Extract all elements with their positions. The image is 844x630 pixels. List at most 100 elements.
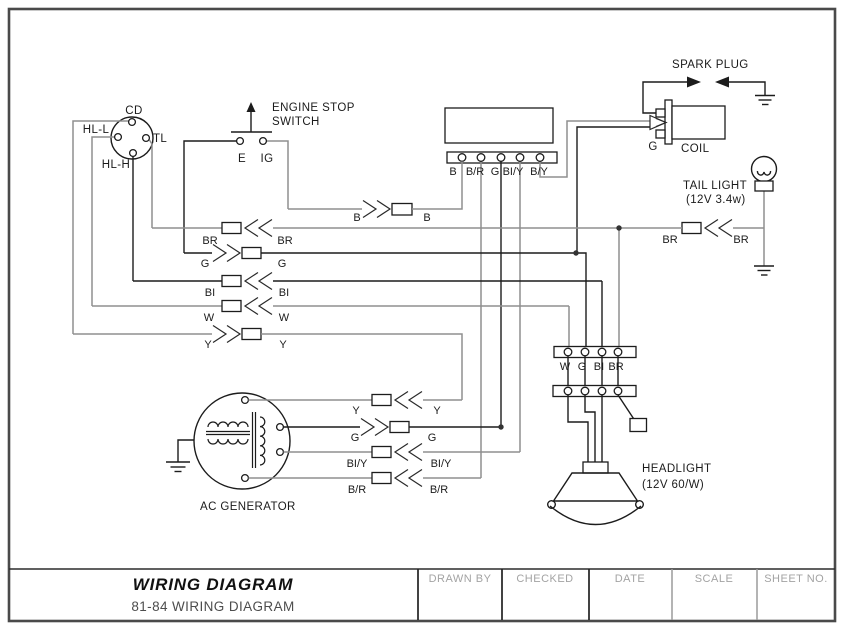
wire-label-w: W — [279, 312, 290, 324]
pin-label-g: G — [578, 361, 587, 373]
titleblock-header-sheet-no: SHEET NO. — [764, 573, 828, 585]
chevrons-gen-br — [393, 468, 423, 488]
generator-body — [193, 392, 291, 490]
terminal-hl-l — [113, 132, 123, 142]
lamp-lens — [549, 505, 642, 526]
terminal-tl — [141, 133, 151, 143]
headlight-connector-lower — [552, 384, 637, 398]
wire-label-br2: B/R — [348, 484, 366, 496]
junction-dot-g — [573, 250, 579, 256]
cdi-unit: B B/R G BI/Y B/Y — [444, 107, 650, 478]
generator-windings — [206, 412, 266, 468]
wire-ig-to-b — [266, 140, 289, 209]
label-hl-l: HL-L — [83, 124, 110, 136]
label-e: E — [238, 153, 246, 165]
generator-terminal-biy — [275, 447, 285, 457]
wire-label-br: BR — [662, 234, 677, 246]
cdi-pin-label: G — [491, 166, 500, 178]
label-hl-h: HL-H — [102, 159, 130, 171]
junction-dot-gen-g — [498, 424, 504, 430]
wire-g-to-strip — [576, 252, 587, 348]
generator-terminal-y — [240, 395, 250, 405]
connector-gen-y — [371, 393, 392, 407]
wire-label-y: Y — [352, 405, 360, 417]
headlight: W G BI BR HEADLIGHT (12V 60/W) — [547, 228, 711, 526]
titleblock-header-date: DATE — [615, 573, 646, 585]
connector-y — [241, 327, 262, 341]
switch-arrow-head — [246, 102, 256, 112]
ignition-switch: CD HL-L TL HL-H — [72, 105, 167, 334]
wire-label-b: B — [353, 212, 360, 224]
wire-label-g: G — [201, 258, 210, 270]
coil-lug-top — [655, 108, 666, 118]
label-headlight: HEADLIGHT — [642, 463, 711, 475]
wire-coil-g — [576, 126, 650, 253]
cdi-pin-label: B/R — [466, 166, 484, 178]
titleblock-header-drawn-by: DRAWN BY — [429, 573, 492, 585]
label-headlight-rating: (12V 60/W) — [642, 479, 704, 491]
drawing-title: WIRING DIAGRAM — [133, 575, 293, 594]
wire-label-bi: BI — [205, 287, 215, 299]
wire-coil-to-spark — [642, 81, 687, 114]
coil-plug-chevron-inner — [655, 117, 668, 128]
chevrons-w — [243, 296, 273, 316]
wire-label-g: G — [351, 432, 360, 444]
connector-w — [221, 299, 242, 313]
label-tail-rating: (12V 3.4w) — [686, 194, 746, 206]
wire-label-bi: BI — [279, 287, 289, 299]
terminal-cd — [127, 117, 137, 127]
coil-body — [671, 105, 726, 140]
headlight-connector-upper — [553, 345, 637, 359]
lamp-housing — [552, 472, 639, 502]
cdi-pin-label: B/Y — [530, 166, 548, 178]
chevrons-b — [362, 199, 392, 219]
drawing-frame: WIRING DIAGRAM 81-84 WIRING DIAGRAM DRAW… — [7, 7, 837, 623]
wire-br-stub — [617, 394, 635, 419]
label-coil: COIL — [681, 143, 710, 155]
spark-gap-arrow-left — [687, 76, 701, 88]
chevrons-br — [243, 218, 273, 238]
pin-label-br: BR — [608, 361, 623, 373]
spark-gap-arrow-right — [715, 76, 729, 88]
titleblock-header-checked: CHECKED — [516, 573, 573, 585]
generator-terminal-br — [240, 473, 250, 483]
lamp-neck — [582, 461, 609, 474]
chevrons-bi — [243, 271, 273, 291]
label-ig: IG — [261, 153, 274, 165]
junction-dot-br — [616, 225, 622, 231]
wire-label-br: BR — [202, 235, 217, 247]
wire-label-br: BR — [277, 235, 292, 247]
coil-lug-bottom — [655, 129, 666, 139]
ac-generator: AC GENERATOR Y Y G G BI/Y BI/Y B/R B/R — [166, 390, 520, 513]
outer-border — [7, 7, 837, 623]
label-cd: CD — [125, 105, 142, 117]
chevrons-gen-y — [393, 390, 423, 410]
wire-label-biy: BI/Y — [347, 458, 368, 470]
ground-symbol-tail — [754, 265, 774, 276]
wire-label-b: B — [423, 212, 430, 224]
coil-and-spark-plug: G COIL SPARK PLUG — [576, 59, 775, 253]
wire-cdi-by-to-coil — [539, 120, 650, 178]
cdi-terminal-biy — [515, 153, 525, 162]
cdi-terminal-by — [535, 153, 545, 162]
wire-label-w: W — [204, 312, 215, 324]
terminal-e — [235, 136, 245, 146]
wire-label-g: G — [428, 432, 437, 444]
cdi-terminal-g — [496, 153, 506, 162]
wire-label-br2: B/R — [430, 484, 448, 496]
pin-label-bi: BI — [594, 361, 604, 373]
tail-bulb-filament — [756, 170, 772, 176]
label-tl: TL — [153, 133, 167, 145]
label-ac-generator: AC GENERATOR — [200, 501, 296, 513]
unused-connector-square — [629, 417, 648, 433]
connector-b — [391, 202, 413, 216]
label-engine-stop: ENGINE STOP — [272, 102, 355, 114]
terminal-hl-h — [128, 148, 138, 158]
generator-terminal-g — [275, 422, 285, 432]
wire-spark-to-ground — [729, 81, 766, 95]
chevrons-tail-br — [703, 218, 733, 238]
cdi-terminal-br — [476, 153, 486, 162]
wire-label-biy: BI/Y — [431, 458, 452, 470]
wire-label-g: G — [278, 258, 287, 270]
